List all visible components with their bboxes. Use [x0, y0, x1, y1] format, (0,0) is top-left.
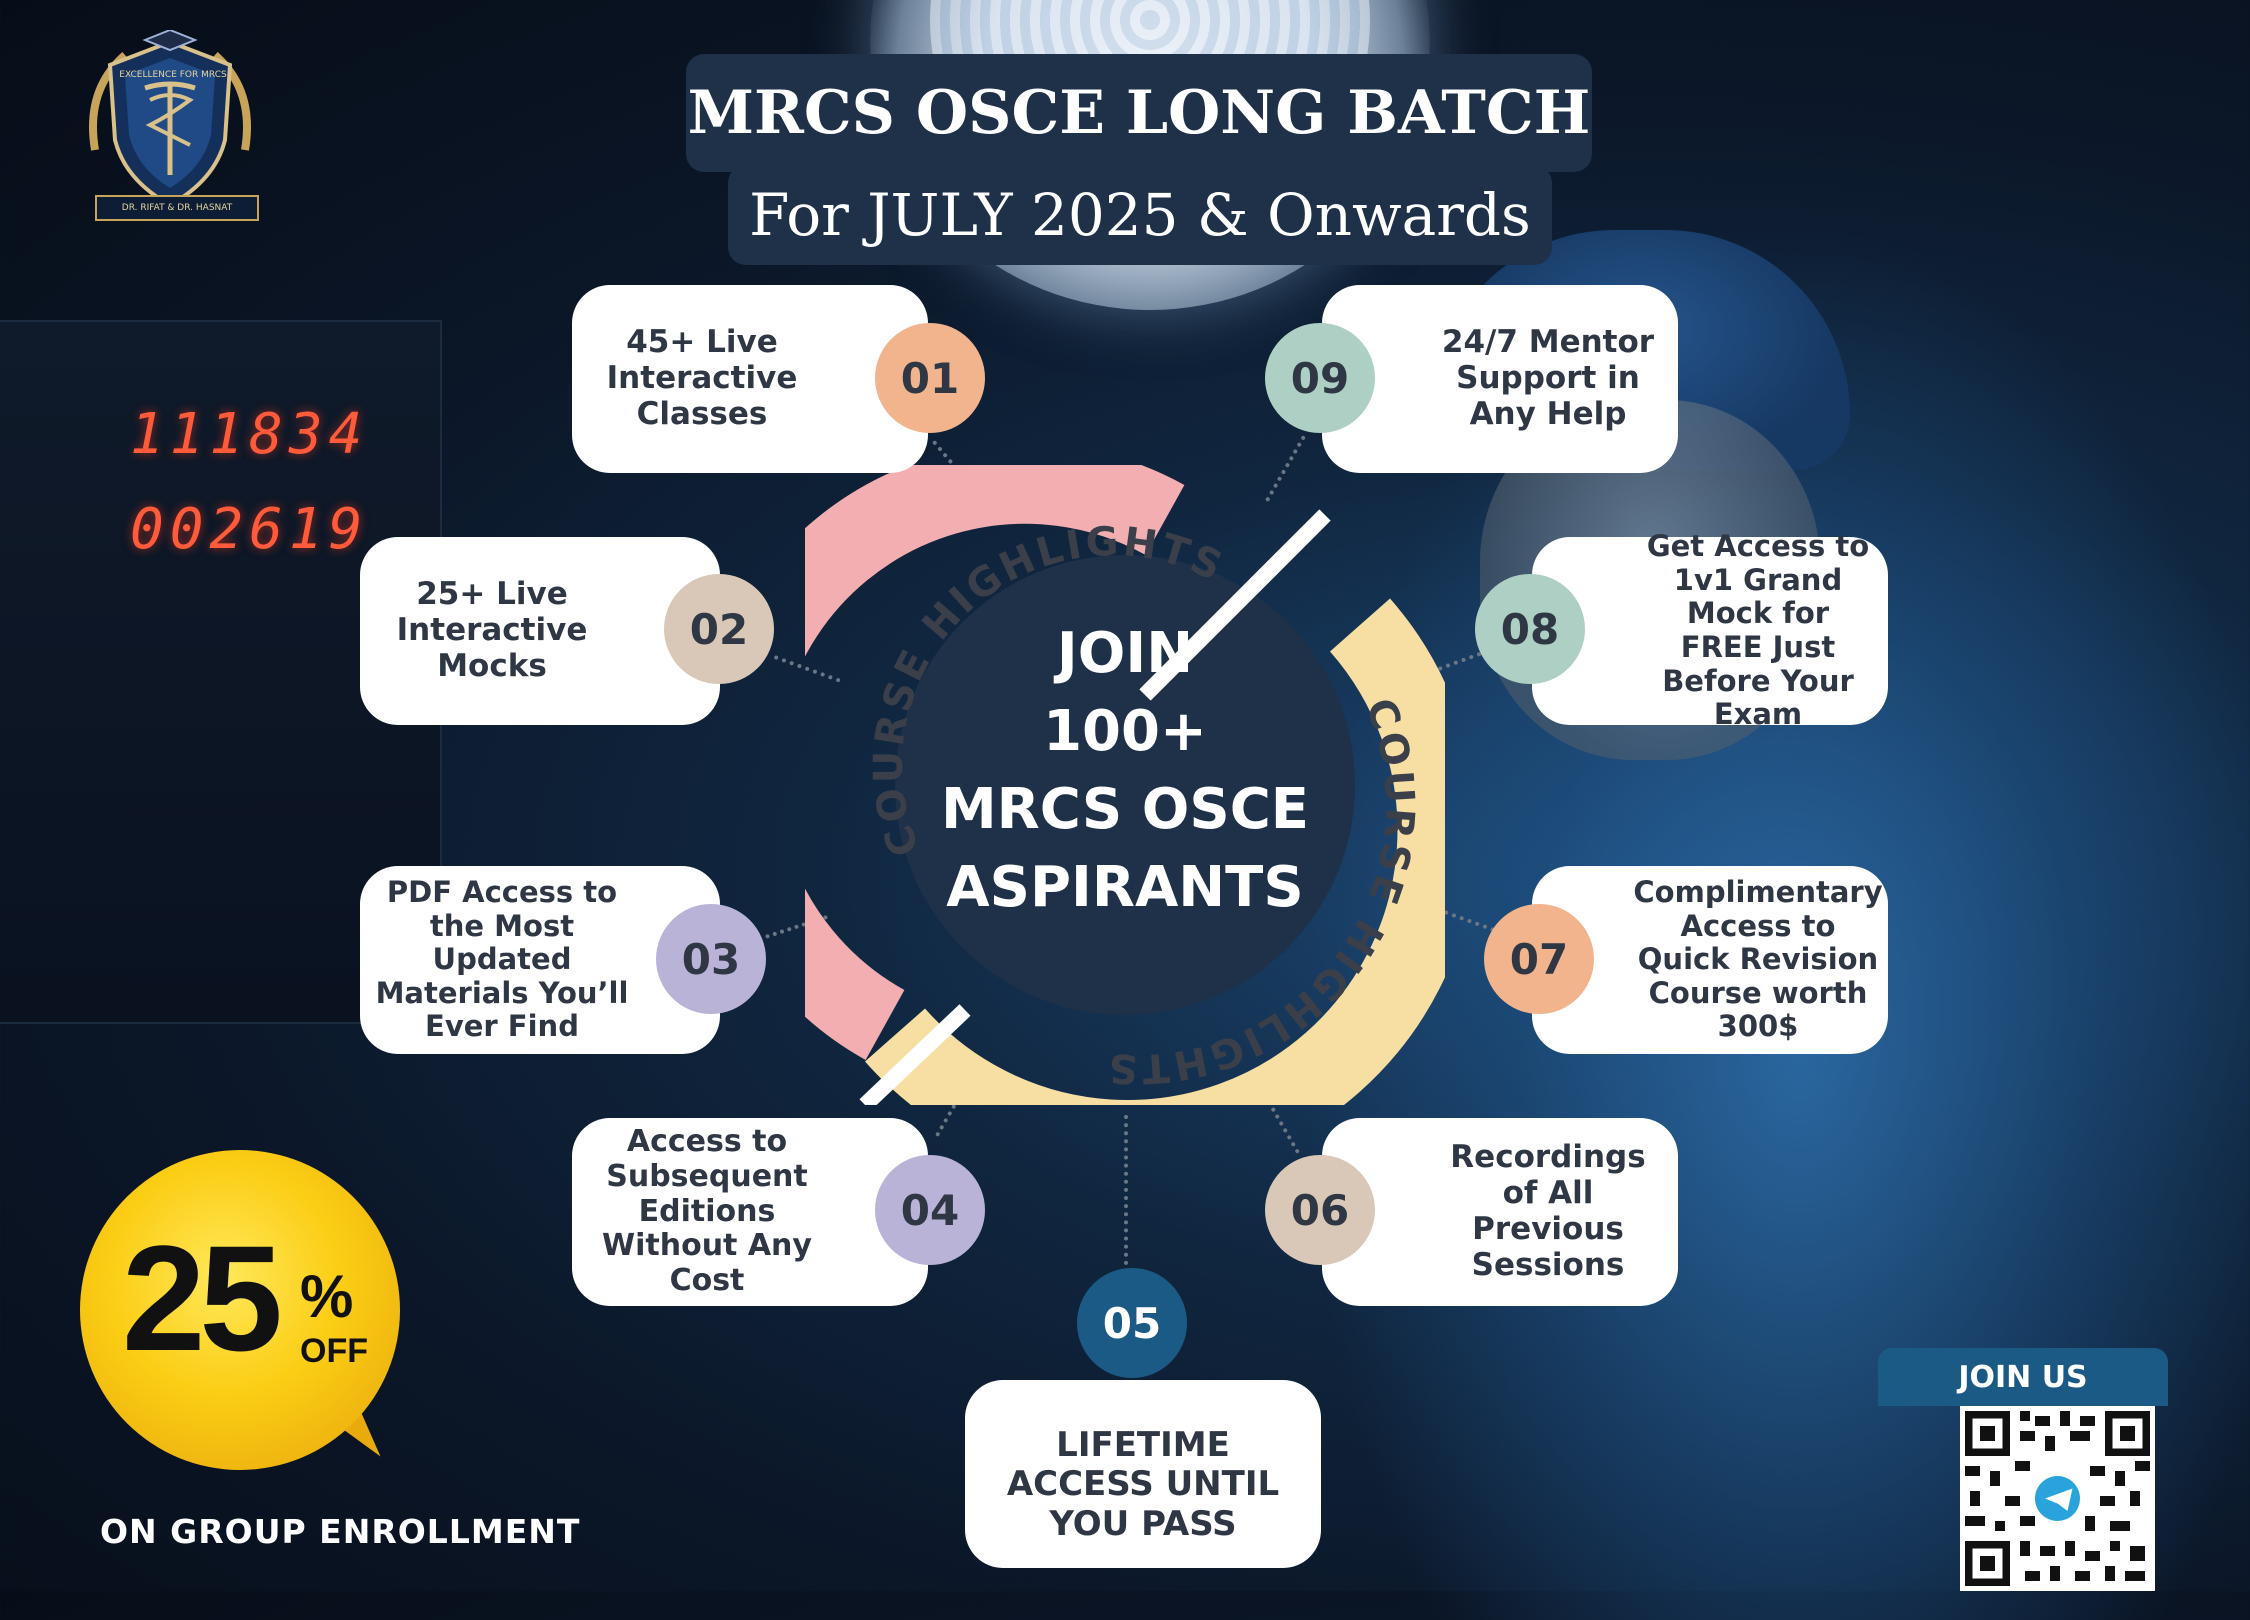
academy-logo: [89, 30, 251, 208]
highlight-text-07: Complimentary Access to Quick Revision C…: [1633, 874, 1883, 1044]
highlight-card-01: 45+ Live Interactive Classes: [572, 285, 928, 473]
monitor-readout-1: 111834: [130, 402, 369, 467]
connector-05: [1124, 1115, 1128, 1265]
telegram-qr-code[interactable]: [1960, 1406, 2155, 1591]
highlight-card-06: Recordings of All Previous Sessions: [1322, 1118, 1678, 1306]
highlight-number-02: 02: [664, 574, 774, 684]
highlight-text-05: LIFETIME ACCESS UNTIL YOU PASS: [1006, 1424, 1280, 1544]
highlight-card-02: 25+ Live Interactive Mocks: [360, 537, 720, 725]
discount-value: 25: [122, 1214, 283, 1382]
center-line-4: ASPIRANTS: [946, 855, 1304, 920]
center-line-3: MRCS OSCE: [940, 777, 1310, 842]
highlight-number-08: 08: [1475, 574, 1585, 684]
highlight-text-04: Access to Subsequent Editions Without An…: [602, 1124, 812, 1299]
group-enrollment-note: ON GROUP ENROLLMENT: [100, 1512, 581, 1551]
highlight-text-01: 45+ Live Interactive Classes: [606, 324, 798, 432]
monitor-readout-2: 002619: [130, 497, 369, 562]
highlight-number-05: 05: [1077, 1268, 1187, 1378]
highlight-text-02: 25+ Live Interactive Mocks: [396, 576, 588, 684]
highlight-number-01: 01: [875, 323, 985, 433]
highlight-card-09: 24/7 Mentor Support in Any Help: [1322, 285, 1678, 473]
highlight-number-09: 09: [1265, 323, 1375, 433]
page-title: MRCS OSCE LONG BATCH: [686, 54, 1592, 172]
highlight-text-08: Get Access to 1v1 Grand Mock for FREE Ju…: [1646, 529, 1870, 732]
highlight-text-03: PDF Access to the Most Updated Materials…: [375, 874, 629, 1044]
highlight-card-07: Complimentary Access to Quick Revision C…: [1532, 866, 1888, 1054]
discount-off: OFF: [300, 1332, 368, 1370]
logo-banner: DR. RIFAT & DR. HASNAT: [95, 195, 259, 221]
highlight-card-04: Access to Subsequent Editions Without An…: [572, 1118, 928, 1306]
highlight-number-06: 06: [1265, 1155, 1375, 1265]
highlight-card-05: LIFETIME ACCESS UNTIL YOU PASS: [965, 1380, 1321, 1568]
highlight-number-04: 04: [875, 1155, 985, 1265]
discount-percent: %: [300, 1263, 354, 1330]
highlight-number-03: 03: [656, 904, 766, 1014]
highlight-number-07: 07: [1484, 904, 1594, 1014]
center-join-text: JOIN 100+ MRCS OSCE ASPIRANTS: [890, 615, 1360, 927]
logo-top-text: EXCELLENCE FOR MRCS: [119, 70, 227, 80]
highlight-text-09: 24/7 Mentor Support in Any Help: [1441, 324, 1655, 432]
highlight-text-06: Recordings of All Previous Sessions: [1450, 1139, 1646, 1283]
join-us-label[interactable]: JOIN US: [1878, 1348, 2168, 1406]
page-subtitle: For JULY 2025 & Onwards: [728, 165, 1552, 265]
center-line-1: JOIN: [1056, 621, 1194, 686]
course-highlights-ring: COURSE HIGHLIGHTS COURSE HIGHLIGHTS: [805, 465, 1445, 1105]
highlight-card-08: Get Access to 1v1 Grand Mock for FREE Ju…: [1532, 529, 1888, 731]
center-line-2: 100+: [1043, 699, 1207, 764]
connector-06: [1266, 1100, 1300, 1154]
discount-badge: [80, 1150, 400, 1470]
